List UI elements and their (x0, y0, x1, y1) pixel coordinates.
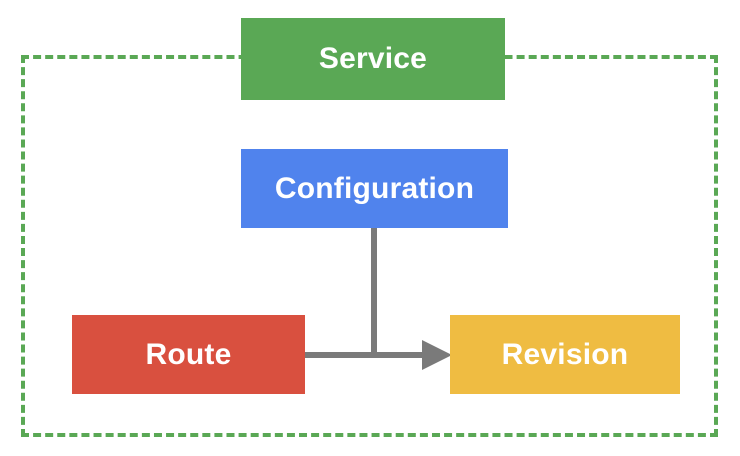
node-route-label: Route (145, 337, 232, 371)
node-revision[interactable]: Revision (450, 315, 680, 394)
node-service[interactable]: Service (241, 18, 505, 100)
node-service-label: Service (318, 42, 428, 75)
node-configuration[interactable]: Configuration (241, 149, 508, 228)
node-configuration-label: Configuration (274, 171, 475, 205)
node-route[interactable]: Route (72, 315, 305, 394)
node-revision-label: Revision (501, 337, 629, 371)
